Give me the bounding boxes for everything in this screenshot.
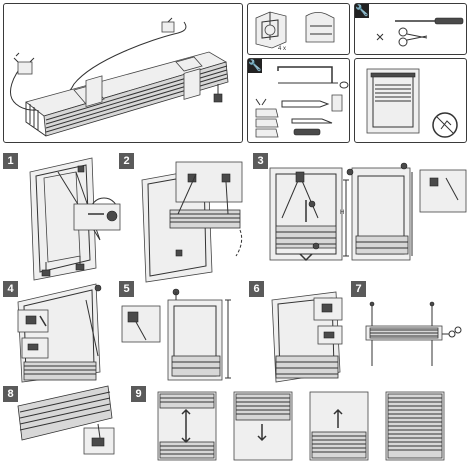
- wrench-icon-2: 🔧: [248, 59, 262, 73]
- window-panel: [354, 58, 467, 143]
- drill-tools-illustration: [255, 66, 349, 138]
- drilling-tools-panel: 🔧: [247, 58, 350, 143]
- step-5-badge: 5: [119, 281, 134, 297]
- step-4-badge: 4: [3, 281, 18, 297]
- step-1-badge: 1: [3, 153, 18, 169]
- dimension-h-label: H: [340, 210, 345, 216]
- product-contents-panel: [3, 3, 243, 143]
- step-3-badge: 3: [253, 153, 268, 169]
- clip-count-label: 4 x: [278, 46, 287, 52]
- clip-brackets-illustration: [255, 11, 335, 49]
- wrench-icon: 🔧: [355, 4, 369, 18]
- step-9-badge: 9: [131, 386, 146, 402]
- step-2-badge: 2: [119, 153, 134, 169]
- brackets-panel: 4 x: [247, 3, 350, 55]
- step-8-badge: 8: [3, 386, 18, 402]
- pleated-blind-illustration: [10, 17, 229, 137]
- step-7-badge: 7: [351, 281, 366, 297]
- step-6-badge: 6: [249, 281, 264, 297]
- tools-panel: 🔧: [354, 3, 467, 55]
- no-drill-window-illustration: [366, 68, 458, 138]
- tools-illustration: [376, 17, 464, 47]
